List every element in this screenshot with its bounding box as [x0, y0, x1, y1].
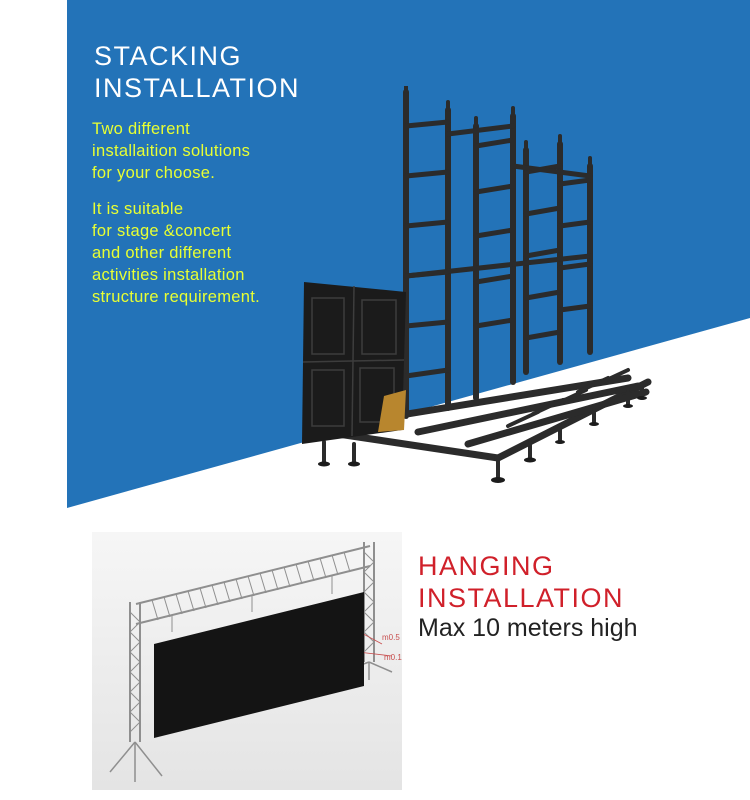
hanging-title-line-1: HANGING: [418, 551, 555, 581]
hanging-title: HANGING INSTALLATION: [418, 550, 624, 614]
hanging-title-line-2: INSTALLATION: [418, 583, 625, 613]
description-line: It is suitable: [92, 200, 184, 218]
led-cabinet-panels: [302, 282, 406, 444]
description-line: for your choose.: [92, 164, 216, 182]
description-line: structure requirement.: [92, 288, 260, 306]
description-line: Two different: [92, 120, 191, 138]
hanging-led-screen: [154, 592, 364, 738]
dimension-label-2: m0.1: [384, 653, 402, 662]
dimension-label-1: m0.5: [382, 633, 400, 642]
stacking-title-line-2: INSTALLATION: [94, 73, 301, 103]
stacking-title-line-1: STACKING: [94, 41, 243, 71]
description-line: installaition solutions: [92, 142, 251, 160]
stacking-description-1: Two different installaition solutions fo…: [92, 118, 250, 184]
description-line: and other different: [92, 244, 232, 262]
description-line: for stage &concert: [92, 222, 232, 240]
stacking-frame-illustration: [302, 86, 652, 483]
stacking-title: STACKING INSTALLATION: [94, 40, 300, 104]
hanging-truss-illustration: m0.5 m0.1: [92, 532, 402, 790]
description-line: activities installation: [92, 266, 245, 284]
hanging-subtitle: Max 10 meters high: [418, 614, 638, 642]
stacking-description-2: It is suitable for stage &concert and ot…: [92, 198, 260, 308]
